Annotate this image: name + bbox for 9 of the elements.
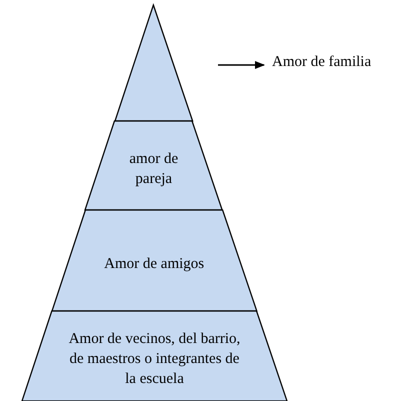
pyramid-apex [114, 5, 192, 121]
pyramid-tier [52, 210, 257, 311]
pyramid-tier [85, 121, 222, 210]
tier-label: Amor de vecinos, del barrio, de maestros o integrantes de la escuela [68, 330, 242, 389]
tier-label: amor de pareja [128, 150, 180, 188]
arrow [218, 61, 265, 69]
side-label: Amor de familia [272, 52, 372, 72]
pyramid-tier [22, 311, 287, 401]
tier-label: Amor de amigos [103, 254, 206, 274]
